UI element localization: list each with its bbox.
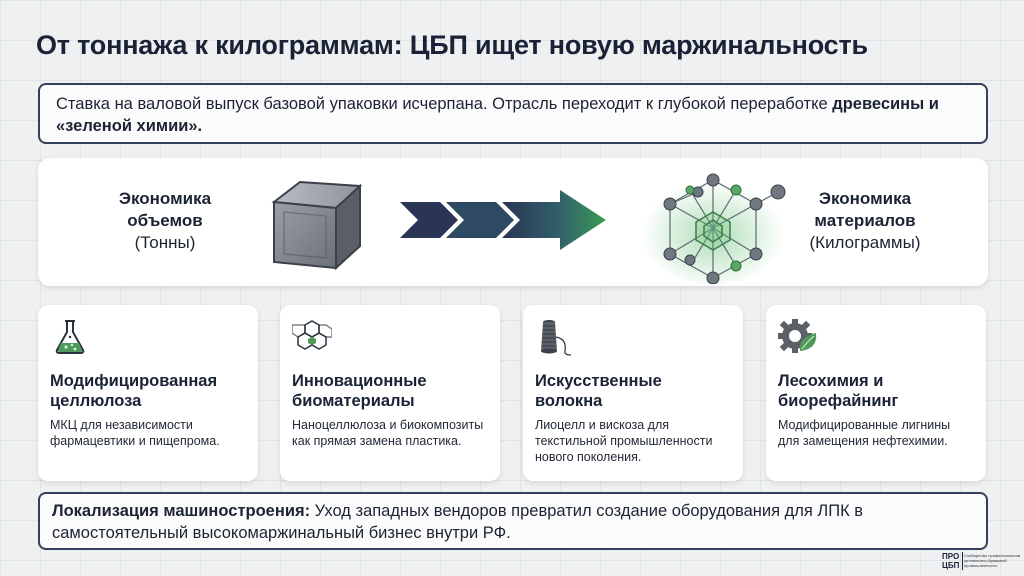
right-title-line2: материалов: [814, 211, 916, 230]
card-title: Модифицированная целлюлоза: [50, 372, 218, 410]
intro-text: Ставка на валовой выпуск базовой упаковк…: [56, 95, 833, 113]
card-innovative-biomaterials: Инновационные биоматериалы Наноцеллюлоза…: [280, 305, 500, 481]
card-title: Лесохимия и биорефайнинг: [778, 372, 899, 410]
card-artificial-fibers: Искусственные волокна Лиоцелл и вискоза …: [523, 305, 743, 481]
card-text: Лиоцелл и вискоза для текстильной промыш…: [535, 418, 713, 464]
right-label: Экономика материалов (Килограммы): [790, 188, 940, 254]
intro-box: Ставка на валовой выпуск базовой упаковк…: [38, 83, 988, 144]
right-sub: (Килограммы): [809, 233, 921, 252]
footer-bold: Локализация машиностроения:: [52, 502, 311, 520]
arrow-right-icon: [400, 190, 606, 250]
logo-mark: ПРО ЦБП: [942, 552, 964, 570]
footer-text: Уход западных вендоров превратил создани…: [52, 502, 864, 542]
logo-line1: ПРО: [942, 552, 960, 561]
card-text: Наноцеллюлоза и биокомпозиты как прямая …: [292, 418, 484, 448]
card-wood-chemistry: Лесохимия и биорефайнинг Модифицированны…: [766, 305, 986, 481]
logo-line2: ЦБП: [942, 561, 960, 570]
intro-bold: древесины и «зеленой химии».: [56, 95, 939, 135]
card-title: Инновационные биоматериалы: [292, 372, 427, 410]
card-text: Модифицированные лигнины для замещения н…: [778, 418, 951, 448]
footer-box: Локализация машиностроения: Уход западны…: [38, 492, 988, 550]
gear-leaf-icon: [778, 319, 817, 353]
left-title-line2: объемов: [127, 211, 203, 230]
logo-caption: Сообщество профессионалов целлюлозно-бум…: [964, 553, 1021, 568]
left-label: Экономика объемов (Тонны): [100, 188, 230, 254]
right-title-line1: Экономика: [818, 189, 912, 208]
left-sub: (Тонны): [134, 233, 196, 252]
thread-spool-icon: [541, 320, 572, 356]
flask-icon: [55, 320, 85, 354]
card-title: Искусственные волокна: [535, 372, 662, 410]
cube-icon: [271, 180, 363, 271]
hexagon-network-icon: [292, 320, 332, 350]
left-title-line1: Экономика: [118, 189, 212, 208]
logo: ПРО ЦБП Сообщество профессионалов целлюл…: [942, 552, 1022, 572]
transition-band: Экономика объемов (Тонны): [38, 158, 988, 286]
molecule-icon: [641, 173, 786, 284]
card-text: МКЦ для независимости фармацевтики и пищ…: [50, 418, 220, 448]
page-title: От тоннажа к килограммам: ЦБП ищет новую…: [36, 30, 868, 60]
card-modified-cellulose: Модифицированная целлюлоза МКЦ для незав…: [38, 305, 258, 481]
